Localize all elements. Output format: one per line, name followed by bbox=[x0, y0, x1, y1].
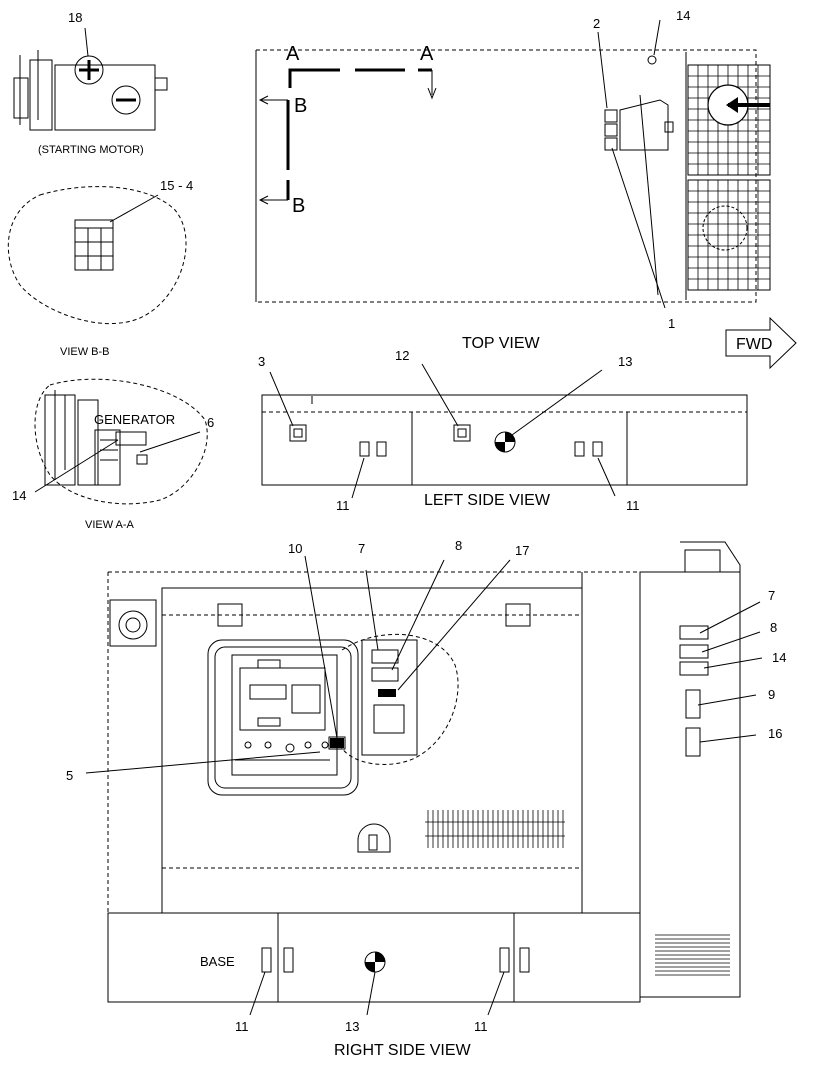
callout-13-right: 13 bbox=[345, 1019, 359, 1034]
callout-1: 1 bbox=[668, 316, 675, 331]
section-b-bottom: B bbox=[292, 195, 305, 217]
decal-14-icon bbox=[647, 55, 657, 65]
decal-8-icon bbox=[371, 667, 399, 682]
callout-10: 10 bbox=[288, 541, 302, 556]
decal-12-icon bbox=[453, 424, 471, 442]
callout-6: 6 bbox=[207, 415, 214, 430]
callout-11-left-side-b: 11 bbox=[626, 498, 640, 513]
view-a-a: GENERATOR 14 6 VIEW A-A bbox=[12, 378, 214, 531]
positive-terminal-icon bbox=[74, 55, 104, 85]
view-b-b: 15 - 4 VIEW B-B bbox=[7, 178, 193, 358]
callout-7-side: 7 bbox=[768, 588, 775, 603]
left-side-view: 3 12 13 11 11 LEFT SIDE VIEW bbox=[258, 348, 748, 513]
generator-label: GENERATOR bbox=[94, 412, 175, 427]
callout-17: 17 bbox=[515, 543, 529, 558]
view-b-b-caption: VIEW B-B bbox=[60, 346, 110, 358]
decal-7-icon bbox=[371, 649, 399, 664]
forward-arrow-icon: FWD bbox=[725, 316, 797, 370]
callout-18: 18 bbox=[68, 10, 82, 25]
callout-3: 3 bbox=[258, 354, 265, 369]
left-side-view-title: LEFT SIDE VIEW bbox=[424, 492, 551, 509]
section-b-top: B bbox=[294, 95, 307, 117]
callout-15-4: 15 - 4 bbox=[160, 178, 193, 193]
right-side-view: 10 7 8 17 5 bbox=[66, 538, 786, 1059]
view-a-a-caption: VIEW A-A bbox=[85, 519, 135, 531]
top-view-title: TOP VIEW bbox=[462, 335, 541, 352]
top-view: A A B B 2 14 1 bbox=[255, 8, 771, 352]
callout-11-base-right: 11 bbox=[474, 1019, 488, 1034]
callout-8-side: 8 bbox=[770, 620, 777, 635]
base-label: BASE bbox=[200, 954, 235, 969]
decal-3-icon bbox=[289, 424, 307, 442]
decal-7-side-icon bbox=[679, 625, 709, 640]
callout-14-top: 14 bbox=[676, 8, 690, 23]
negative-terminal-icon bbox=[111, 85, 141, 115]
callout-11-base-left: 11 bbox=[235, 1019, 249, 1034]
callout-13-left: 13 bbox=[618, 354, 632, 369]
starting-motor-caption: (STARTING MOTOR) bbox=[38, 144, 144, 156]
lift-decal-icon bbox=[499, 947, 510, 973]
callout-12: 12 bbox=[395, 348, 409, 363]
decal-14-side-icon bbox=[679, 661, 709, 676]
callout-5: 5 bbox=[66, 768, 73, 783]
decal-16-icon bbox=[685, 727, 701, 757]
fwd-label: FWD bbox=[736, 336, 772, 353]
decal-9-icon bbox=[685, 689, 701, 719]
callout-16: 16 bbox=[768, 726, 782, 741]
callout-8-top: 8 bbox=[455, 538, 462, 553]
lift-decal-icon bbox=[574, 441, 585, 457]
callout-9: 9 bbox=[768, 687, 775, 702]
section-a-right: A bbox=[420, 43, 434, 65]
lift-decal-icon bbox=[261, 947, 272, 973]
callout-7-top: 7 bbox=[358, 541, 365, 556]
callout-2: 2 bbox=[593, 16, 600, 31]
callout-14-view-a: 14 bbox=[12, 488, 26, 503]
callout-14-side: 14 bbox=[772, 650, 786, 665]
section-a-left: A bbox=[286, 43, 300, 65]
decal-17-icon bbox=[378, 689, 396, 697]
decal-8-side-icon bbox=[679, 644, 709, 659]
starting-motor-view: 18 (STARTING MOTOR) bbox=[13, 10, 168, 156]
warning-decal-icon bbox=[115, 431, 147, 446]
lift-decal-icon bbox=[359, 441, 370, 457]
right-side-view-title: RIGHT SIDE VIEW bbox=[334, 1042, 472, 1059]
callout-11-left-side-a: 11 bbox=[336, 498, 350, 513]
